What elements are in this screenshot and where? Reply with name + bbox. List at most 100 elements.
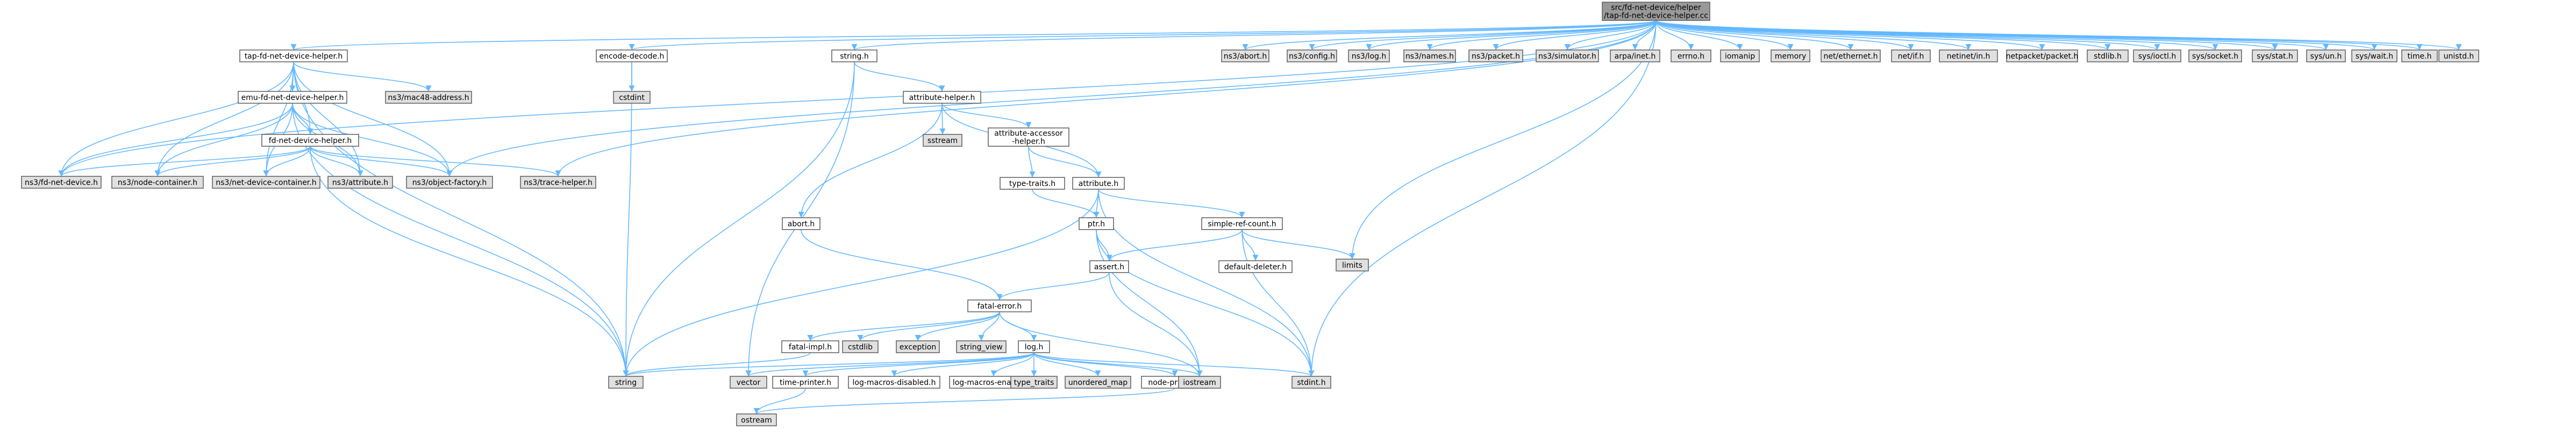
edge-root-to-sys_socket (1656, 20, 2218, 51)
node-box (1720, 49, 1760, 62)
node-netpacket[interactable]: netpacket/packet.h (2006, 49, 2079, 62)
node-fd-helper[interactable]: fd-net-device-helper.h (261, 134, 359, 147)
node-string-view[interactable]: string_view (956, 340, 1007, 353)
node-box (596, 49, 668, 62)
node-limits[interactable]: limits (1336, 259, 1369, 271)
node-log-disabled[interactable]: log-macros-disabled.h (848, 376, 940, 389)
node-fatal-error[interactable]: fatal-error.h (967, 299, 1032, 312)
node-ptr-h[interactable]: ptr.h (1079, 217, 1114, 230)
node-fatal-impl[interactable]: fatal-impl.h (781, 340, 839, 353)
node-exception[interactable]: exception (896, 340, 940, 353)
node-sys-stat[interactable]: sys/stat.h (2252, 49, 2298, 62)
node-packet-ns3[interactable]: ns3/packet.h (1468, 49, 1523, 62)
node-log-h[interactable]: log.h (1018, 340, 1050, 353)
node-emu-helper[interactable]: emu-fd-net-device-helper.h (238, 91, 347, 104)
node-attribute-h[interactable]: attribute.h (1072, 177, 1125, 190)
node-label: sys/socket.h (2192, 52, 2238, 61)
node-label: sstream (927, 137, 958, 145)
node-object-factory[interactable]: ns3/object-factory.h (406, 176, 493, 189)
node-trace-helper[interactable]: ns3/trace-helper.h (520, 176, 596, 189)
edge-log_h-to-iostream (1033, 352, 1203, 377)
node-attribute-helper[interactable]: attribute-helper.h (903, 91, 981, 104)
edge-emu_helper-to-string (292, 103, 629, 377)
edge-fatal_impl-to-string (623, 352, 811, 377)
edge-fatal_error-to-cstdlib (857, 311, 1000, 341)
node-label: ns3/trace-helper.h (524, 178, 593, 187)
node-config-ns3[interactable]: ns3/config.h (1287, 49, 1337, 62)
edge-fatal_error-to-fatal_impl (807, 311, 1000, 341)
node-sys-ioctl[interactable]: sys/ioctl.h (2133, 49, 2181, 62)
node-iomanip[interactable]: iomanip (1720, 49, 1760, 62)
node-errno-h[interactable]: errno.h (1671, 49, 1711, 62)
node-sys-un[interactable]: sys/un.h (2306, 49, 2346, 62)
node-names-ns3[interactable]: ns3/names.h (1403, 49, 1456, 62)
node-type-traits-h[interactable]: type-traits.h (1000, 177, 1065, 190)
edge-fd_helper-to-object_factory (310, 146, 453, 177)
node-unistd[interactable]: unistd.h (2438, 49, 2479, 62)
node-box (520, 176, 596, 189)
edge-fatal_error-to-string_view (978, 311, 1000, 341)
node-memory[interactable]: memory (1771, 49, 1810, 62)
node-box (261, 134, 359, 147)
node-box (2306, 49, 2346, 62)
node-netinet-in[interactable]: netinet/in.h (1939, 49, 1998, 62)
node-ostream[interactable]: ostream (736, 413, 777, 426)
node-time-printer[interactable]: time-printer.h (772, 376, 839, 389)
node-string[interactable]: string (608, 376, 644, 389)
node-label: fatal-error.h (977, 302, 1022, 311)
node-label: iomanip (1725, 52, 1755, 61)
node-simple-ref[interactable]: simple-ref-count.h (1201, 217, 1283, 230)
node-tap-helper[interactable]: tap-fd-net-device-helper.h (239, 49, 348, 62)
edge-root-to-config_ns3 (1309, 20, 1657, 51)
node-ns3-attribute[interactable]: ns3/attribute.h (327, 176, 393, 189)
node-cstdlib[interactable]: cstdlib (842, 340, 879, 353)
node-cstdint[interactable]: cstdint (613, 91, 651, 104)
node-attr-accessor[interactable]: attribute-accessor-helper.h (988, 127, 1069, 147)
node-net-ethernet[interactable]: net/ethernet.h (1821, 49, 1881, 62)
node-encode-decode[interactable]: encode-decode.h (596, 49, 668, 62)
node-iostream[interactable]: iostream (1178, 376, 1221, 389)
edge-log_h-to-vector (745, 352, 1034, 377)
node-label: sys/ioctl.h (2138, 52, 2176, 61)
node-arpa-inet[interactable]: arpa/inet.h (1610, 49, 1660, 62)
node-abort-h[interactable]: abort.h (782, 217, 820, 230)
node-vector[interactable]: vector (730, 376, 767, 389)
edge-log_h-to-stdint_h (1033, 352, 1315, 377)
node-box (385, 91, 472, 104)
edge-tap_helper-to-mac48 (293, 61, 432, 92)
node-box (327, 176, 393, 189)
node-abort-ns3[interactable]: ns3/abort.h (1221, 49, 1269, 62)
node-log-ns3[interactable]: ns3/log.h (1348, 49, 1390, 62)
node-label: type-traits.h (1009, 180, 1055, 188)
node-node-container[interactable]: ns3/node-container.h (111, 176, 204, 189)
node-default-deleter[interactable]: default-deleter.h (1218, 260, 1293, 273)
node-stdlib-h[interactable]: stdlib.h (2087, 49, 2129, 62)
node-time-h[interactable]: time.h (2401, 49, 2438, 62)
edge-fd_helper-to-node_container (154, 146, 311, 177)
node-mac48[interactable]: ns3/mac48-address.h (385, 91, 472, 104)
edge-root-to-encode_decode (629, 20, 1657, 51)
node-stdint-h[interactable]: stdint.h (1291, 376, 1331, 389)
node-box (406, 176, 493, 189)
node-root[interactable]: src/fd-net-device/helper/tap-fd-net-devi… (1602, 2, 1710, 21)
node-simulator-ns3[interactable]: ns3/simulator.h (1536, 49, 1599, 62)
node-box (988, 127, 1069, 147)
node-label: ns3/simulator.h (1538, 52, 1596, 61)
edge-emu_helper-to-node_container (154, 103, 293, 177)
node-type-traits[interactable]: type_traits (1010, 376, 1058, 389)
node-label: type_traits (1014, 378, 1054, 387)
node-net-if[interactable]: net/if.h (1891, 49, 1931, 62)
node-unordered-map[interactable]: unordered_map (1065, 376, 1131, 389)
node-fd-net-device[interactable]: ns3/fd-net-device.h (21, 176, 102, 189)
node-sys-socket[interactable]: sys/socket.h (2188, 49, 2242, 62)
node-sstream[interactable]: sstream (923, 134, 962, 147)
node-box (1010, 376, 1058, 389)
node-label: abort.h (788, 220, 815, 228)
node-label: ns3/config.h (1289, 52, 1335, 61)
node-label: ns3/mac48-address.h (388, 94, 469, 102)
node-assert-h[interactable]: assert.h (1089, 260, 1129, 273)
edge-root-to-string_h (852, 20, 1657, 51)
node-string-h[interactable]: string.h (831, 49, 877, 62)
node-sys-wait[interactable]: sys/wait.h (2351, 49, 2397, 62)
node-net-device-container[interactable]: ns3/net-device-container.h (212, 176, 320, 189)
